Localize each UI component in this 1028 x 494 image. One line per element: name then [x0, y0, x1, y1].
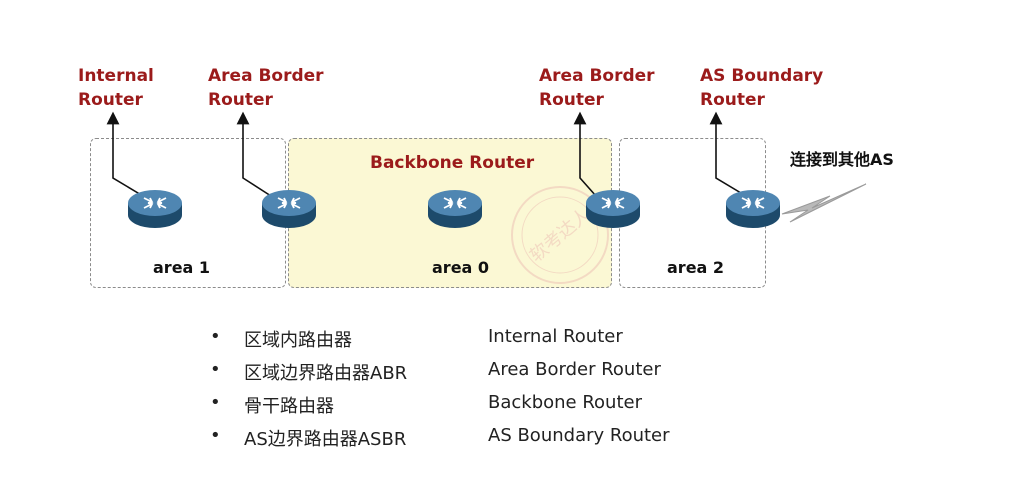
abr-left-router-icon: [262, 190, 316, 228]
area-0-label: area 0: [432, 258, 490, 277]
watermark-seal-icon: 软考达人: [511, 186, 609, 284]
area-2-label: area 2: [667, 258, 725, 277]
legend-cn-label: 区域内路由器: [244, 330, 352, 351]
area-1-label: area 1: [153, 258, 211, 277]
legend-cn-label: 区域边界路由器ABR: [244, 363, 408, 384]
internal-router-pointer: [106, 111, 144, 197]
connect-other-as-label: 连接到其他AS: [790, 150, 894, 169]
abr-left-pointer: [236, 111, 272, 197]
legend-en-label: Backbone Router: [488, 392, 642, 413]
abr-right-pointer: [573, 111, 597, 197]
legend-bullet: •: [210, 392, 221, 413]
abr-right-router-icon: [586, 190, 640, 228]
legend-en-label: Area Border Router: [488, 359, 661, 380]
legend-en-label: AS Boundary Router: [488, 425, 670, 446]
backbone-router-icon: [428, 190, 482, 228]
legend-bullet: •: [210, 425, 221, 446]
asbr-label-line2: Router: [700, 90, 765, 110]
backbone-router-label: Backbone Router: [370, 153, 535, 173]
abr-right-label-line2: Router: [539, 90, 604, 110]
asbr-router-icon: [726, 190, 780, 228]
internal-router-icon: [128, 190, 182, 228]
abr-left-label: Area Border Router: [208, 64, 324, 112]
legend-cn-label: AS边界路由器ASBR: [244, 429, 407, 450]
asbr-label-line1: AS Boundary: [700, 66, 824, 86]
legend-cn-label: 骨干路由器: [244, 396, 334, 417]
asbr-pointer: [709, 111, 747, 197]
internal-router-label-line1: Internal: [78, 66, 154, 86]
internal-router-label-line2: Router: [78, 90, 143, 110]
asbr-label: AS Boundary Router: [700, 64, 823, 112]
legend-bullet: •: [210, 326, 221, 347]
legend-en-label: Internal Router: [488, 326, 623, 347]
external-link-lightning-icon: [781, 183, 867, 223]
internal-router-label: Internal Router: [78, 64, 154, 112]
abr-left-label-line2: Router: [208, 90, 273, 110]
abr-right-label-line1: Area Border: [539, 66, 655, 86]
legend-bullet: •: [210, 359, 221, 380]
abr-left-label-line1: Area Border: [208, 66, 324, 86]
abr-right-label: Area Border Router: [539, 64, 655, 112]
area-0-backbone-box: [288, 138, 612, 288]
